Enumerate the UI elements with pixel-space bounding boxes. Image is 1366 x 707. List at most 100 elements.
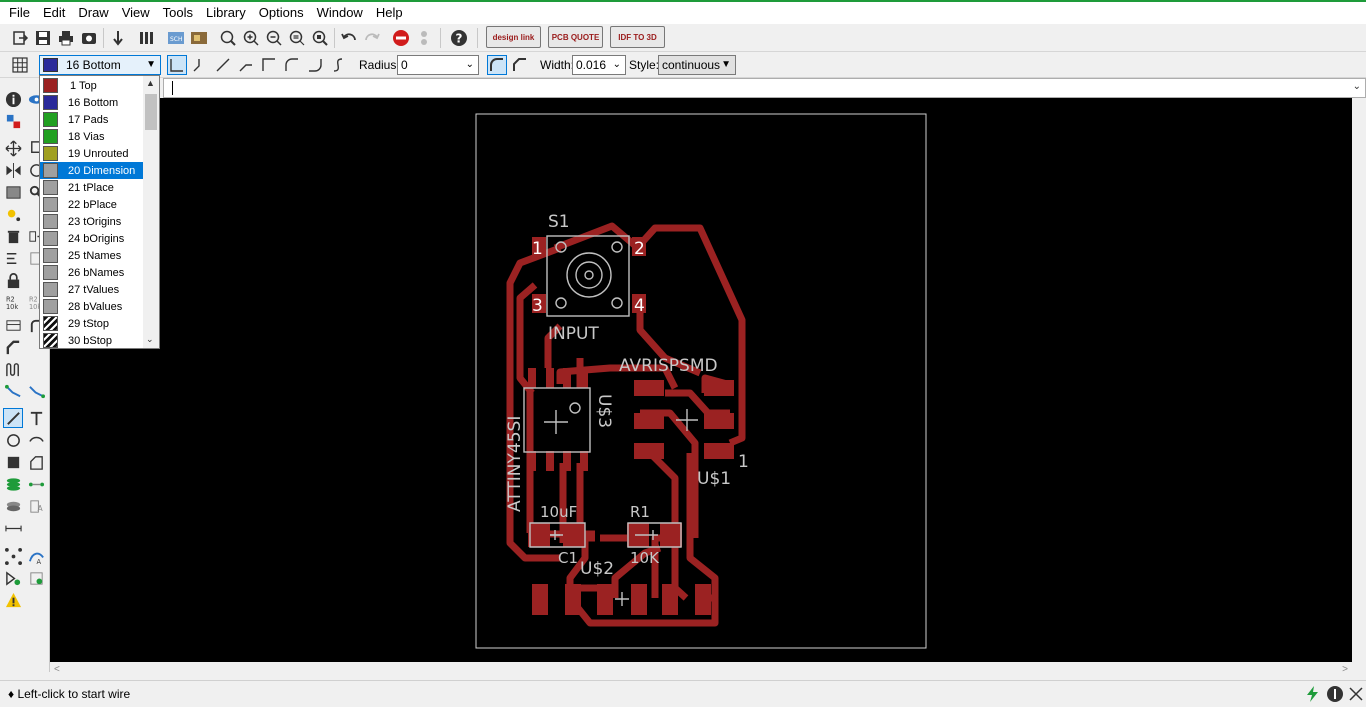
circle-icon[interactable] bbox=[3, 430, 23, 450]
layer-option[interactable]: 24 bOrigins bbox=[40, 230, 144, 247]
stop-icon[interactable] bbox=[391, 28, 411, 48]
design-link-button[interactable]: design link bbox=[486, 26, 541, 48]
zoom-in-icon[interactable] bbox=[241, 28, 261, 48]
layer-option[interactable]: 20 Dimension bbox=[40, 162, 144, 179]
command-line-input[interactable]: ⌄ bbox=[163, 78, 1366, 98]
rect-icon[interactable] bbox=[3, 452, 23, 472]
save-icon[interactable] bbox=[33, 28, 53, 48]
meander-icon[interactable] bbox=[3, 359, 23, 379]
drc-icon[interactable] bbox=[3, 568, 23, 588]
width-input[interactable]: 0.016 ⌄ bbox=[572, 55, 626, 75]
vertical-scrollbar[interactable] bbox=[1352, 98, 1366, 662]
chevron-down-icon[interactable]: ⌄ bbox=[146, 334, 154, 344]
layer-option[interactable]: 21 tPlace bbox=[40, 179, 144, 196]
bend-style-1-icon[interactable] bbox=[190, 55, 210, 75]
layer-option[interactable]: 19 Unrouted bbox=[40, 145, 144, 162]
help-icon[interactable]: ? bbox=[449, 28, 469, 48]
radius-input[interactable]: 0 ⌄ bbox=[397, 55, 479, 75]
schematic-icon[interactable]: SCH bbox=[166, 28, 186, 48]
menu-file[interactable]: File bbox=[9, 5, 30, 20]
stop-icon[interactable] bbox=[1326, 685, 1344, 703]
miter-icon[interactable] bbox=[26, 315, 46, 335]
zoom-redraw-icon[interactable] bbox=[287, 28, 307, 48]
mirror-icon[interactable] bbox=[3, 160, 23, 180]
autorouter-icon[interactable]: A bbox=[26, 546, 46, 566]
round-miter-icon[interactable] bbox=[487, 55, 507, 75]
redo-icon[interactable] bbox=[362, 28, 382, 48]
layer-option[interactable]: 29 tStop bbox=[40, 315, 144, 332]
menu-draw[interactable]: Draw bbox=[78, 5, 109, 20]
chevron-down-icon[interactable]: ⌄ bbox=[1352, 81, 1361, 92]
straight-miter-icon[interactable] bbox=[510, 55, 530, 75]
pinswap-icon[interactable] bbox=[3, 248, 23, 268]
layer-option[interactable]: 30 bStop bbox=[40, 332, 144, 348]
bend-style-4-icon[interactable] bbox=[259, 55, 279, 75]
warning-icon[interactable] bbox=[3, 590, 23, 610]
menu-options[interactable]: Options bbox=[258, 5, 304, 20]
display-layers-icon[interactable] bbox=[3, 111, 23, 131]
attribute-icon[interactable]: A bbox=[26, 496, 46, 516]
ripup-icon[interactable] bbox=[26, 381, 46, 401]
zoom-out-icon[interactable] bbox=[264, 28, 284, 48]
info-icon[interactable] bbox=[3, 89, 23, 109]
lock-icon[interactable] bbox=[3, 270, 23, 290]
menu-help[interactable]: Help bbox=[375, 5, 403, 20]
board-canvas[interactable]: S1 1 2 3 4 INPUT AVRISPSMD U$1 1 ATTINY4… bbox=[50, 98, 1352, 662]
layer-option[interactable]: 17 Pads bbox=[40, 111, 144, 128]
board-icon[interactable] bbox=[189, 28, 209, 48]
bend-style-5-icon[interactable] bbox=[282, 55, 302, 75]
dimension-icon[interactable] bbox=[3, 518, 23, 538]
signal-icon[interactable] bbox=[26, 474, 46, 494]
menu-library[interactable]: Library bbox=[206, 5, 246, 20]
layer-select[interactable]: 16 Bottom ▼ bbox=[39, 55, 161, 75]
scrollbar-thumb[interactable] bbox=[145, 94, 157, 130]
pcb-quote-button[interactable]: PCB QUOTE bbox=[548, 26, 603, 48]
zoom-fit-icon[interactable] bbox=[218, 28, 238, 48]
zoom-select-icon[interactable] bbox=[310, 28, 330, 48]
text-icon[interactable] bbox=[26, 408, 46, 428]
cam-icon[interactable] bbox=[79, 28, 99, 48]
wire-icon[interactable] bbox=[1347, 685, 1365, 703]
grid-icon[interactable] bbox=[10, 55, 30, 75]
layer-option[interactable]: 25 tNames bbox=[40, 247, 144, 264]
hole-icon[interactable] bbox=[3, 496, 23, 516]
idf-to-3d-button[interactable]: IDF TO 3D bbox=[610, 26, 665, 48]
menu-view[interactable]: View bbox=[121, 5, 150, 20]
layer-option[interactable]: 16 Bottom bbox=[40, 94, 144, 111]
layer-option[interactable]: 18 Vias bbox=[40, 128, 144, 145]
undo-icon[interactable] bbox=[339, 28, 359, 48]
layer-list-scrollbar[interactable]: ▲⌄ bbox=[143, 76, 159, 348]
polygon-icon[interactable] bbox=[26, 452, 46, 472]
route-icon[interactable] bbox=[3, 381, 23, 401]
chevron-right-icon[interactable]: > bbox=[1342, 664, 1348, 675]
ulp-icon[interactable] bbox=[137, 28, 157, 48]
bend-style-3-icon[interactable] bbox=[236, 55, 256, 75]
print-icon[interactable] bbox=[56, 28, 76, 48]
bend-style-0-icon[interactable] bbox=[167, 55, 187, 75]
group-icon[interactable] bbox=[3, 182, 23, 202]
delete-icon[interactable] bbox=[3, 226, 23, 246]
bend-style-6-icon[interactable] bbox=[305, 55, 325, 75]
lightning-icon[interactable] bbox=[1304, 685, 1322, 703]
go-icon[interactable] bbox=[414, 28, 434, 48]
layer-option[interactable]: 28 bValues bbox=[40, 298, 144, 315]
style-select[interactable]: continuous ▼ bbox=[658, 55, 736, 75]
menu-edit[interactable]: Edit bbox=[42, 5, 66, 20]
layer-option[interactable]: 1 Top bbox=[40, 77, 144, 94]
script-icon[interactable] bbox=[108, 28, 128, 48]
chevron-up-icon[interactable]: ▲ bbox=[146, 78, 155, 88]
optimize-icon[interactable] bbox=[3, 337, 23, 357]
chevron-left-icon[interactable]: < bbox=[54, 664, 60, 675]
layer-option[interactable]: 23 tOrigins bbox=[40, 213, 144, 230]
ratsnest-icon[interactable] bbox=[3, 546, 23, 566]
errors-icon[interactable] bbox=[26, 568, 46, 588]
menu-window[interactable]: Window bbox=[316, 5, 363, 20]
move-icon[interactable] bbox=[3, 138, 23, 158]
layer-option[interactable]: 27 tValues bbox=[40, 281, 144, 298]
open-icon[interactable] bbox=[10, 28, 30, 48]
wire-icon[interactable] bbox=[3, 408, 23, 428]
layer-option[interactable]: 26 bNames bbox=[40, 264, 144, 281]
